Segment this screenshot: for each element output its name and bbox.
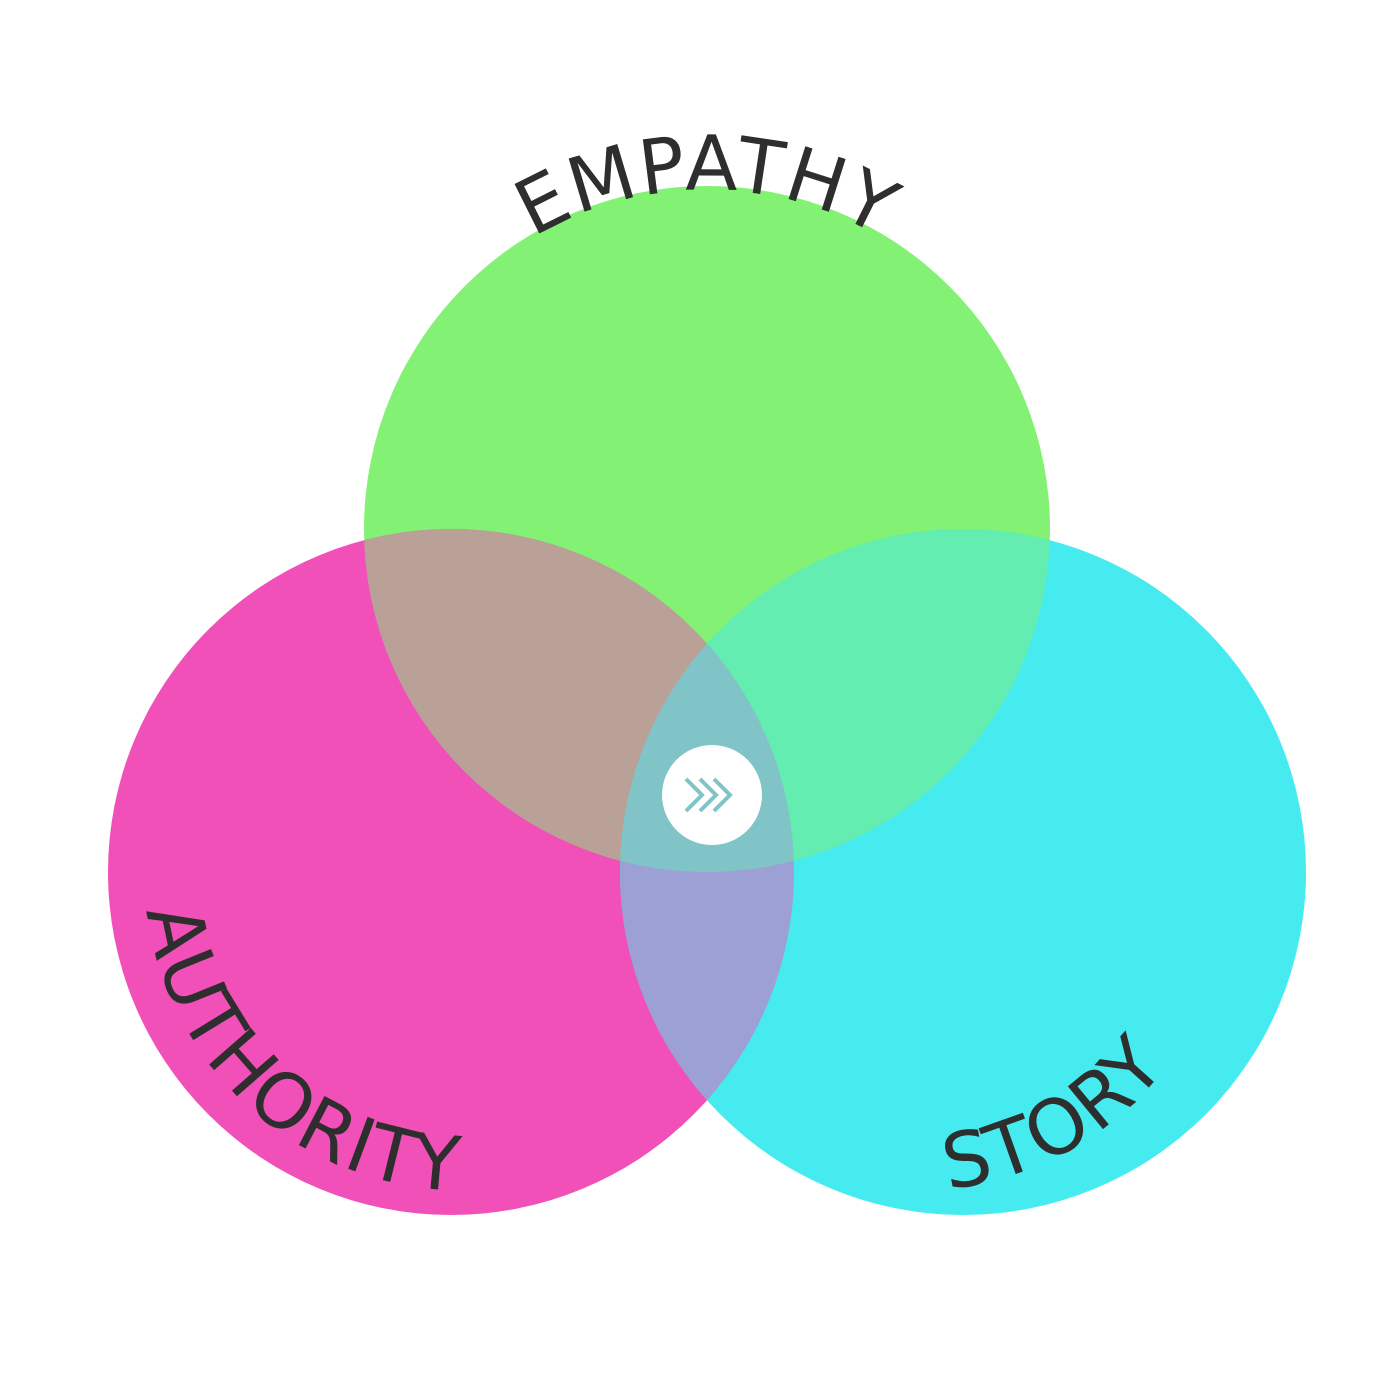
center-badge-background <box>662 745 762 845</box>
center-badge <box>662 745 762 845</box>
overlap-empathy-story <box>620 529 1050 872</box>
triple-chevron-right-icon <box>684 777 733 813</box>
overlap-authority-empathy <box>364 529 794 872</box>
